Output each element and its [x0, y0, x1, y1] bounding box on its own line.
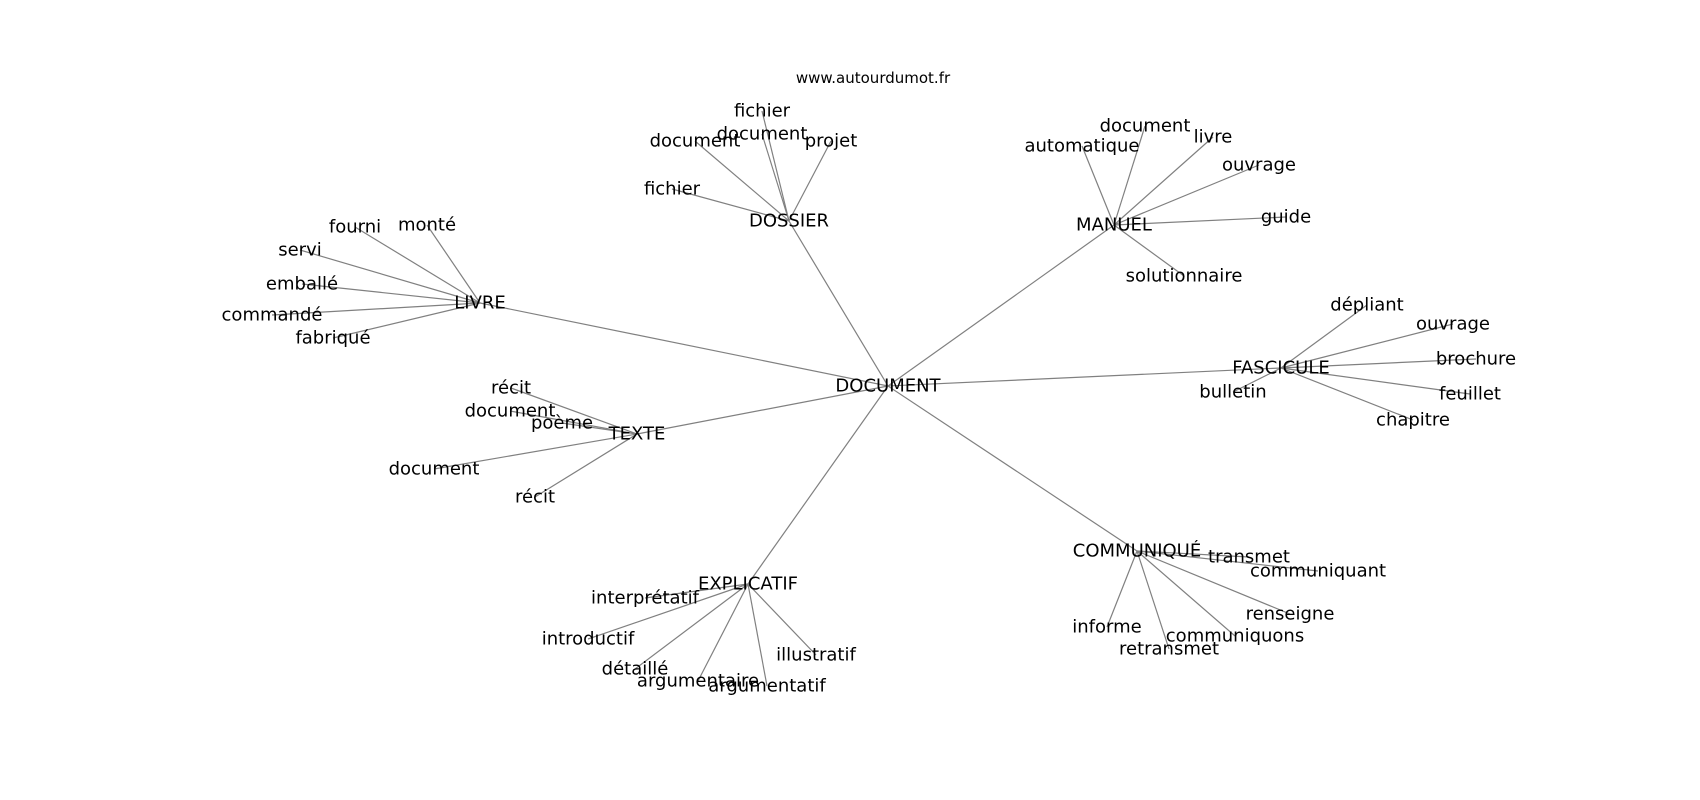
edge-hub-leaf: [671, 188, 790, 222]
leaf-node-label: document: [717, 124, 808, 145]
leaf-node-label: document: [389, 459, 480, 480]
edge-hub-leaf: [426, 224, 481, 304]
leaf-node-label: servi: [278, 240, 322, 261]
hub-node-label: MANUEL: [1076, 215, 1152, 236]
leaf-node-label: emballé: [266, 274, 338, 295]
leaf-node-label: solutionnaire: [1126, 266, 1243, 287]
leaf-node-label: bulletin: [1199, 382, 1266, 403]
edge-hub-leaf: [534, 433, 638, 498]
edge-hub-leaf: [299, 249, 481, 304]
leaf-node-label: fourni: [329, 217, 381, 238]
edge-hub-leaf: [1232, 367, 1282, 393]
leaf-node-label: livre: [1194, 127, 1233, 148]
leaf-node-label: détaillé: [602, 659, 669, 680]
leaf-node-label: commandé: [222, 305, 323, 326]
edge-hub-leaf: [761, 133, 790, 222]
edge-hub-leaf: [587, 583, 749, 640]
leaf-node-label: argumentaire: [637, 671, 759, 692]
edge-hub-leaf: [354, 226, 481, 304]
edge-hub-leaf: [1113, 164, 1260, 226]
leaf-node-label: projet: [805, 131, 858, 152]
edge-hub-leaf: [1113, 125, 1146, 226]
leaf-node-label: chapitre: [1376, 410, 1450, 431]
edge-hub-leaf: [1113, 224, 1185, 277]
edge-hub-leaf: [1280, 358, 1477, 369]
edge-root-hub: [887, 224, 1115, 387]
edge-hub-leaf: [561, 422, 638, 435]
leaf-node-label: poème: [531, 413, 593, 434]
leaf-node-label: transmet: [1208, 547, 1290, 568]
leaf-node-label: argumentatif: [708, 676, 826, 697]
edge-hub-leaf: [1280, 304, 1368, 369]
leaf-node-label: document: [1100, 116, 1191, 137]
edge-root-hub: [887, 385, 1138, 552]
edge-hub-leaf: [747, 583, 768, 687]
leaf-node-label: brochure: [1436, 349, 1516, 370]
edge-hub-leaf: [697, 583, 749, 682]
edge-hub-leaf: [1136, 550, 1236, 637]
leaf-node-label: fabriqué: [295, 328, 370, 349]
edge-hub-leaf: [1106, 550, 1138, 628]
edge-root-hub: [479, 302, 889, 387]
source-credit: www.autourdumot.fr: [796, 69, 951, 87]
edge-hub-leaf: [761, 110, 790, 222]
edge-hub-leaf: [332, 302, 481, 339]
edge-hub-leaf: [788, 140, 832, 222]
root-node-label: DOCUMENT: [835, 376, 941, 397]
edge-hub-leaf: [694, 140, 790, 222]
edge-hub-leaf: [1280, 367, 1414, 421]
leaf-node-label: communiquons: [1166, 626, 1304, 647]
leaf-node-label: guide: [1261, 207, 1311, 228]
edge-hub-leaf: [301, 283, 481, 304]
edge-root-hub: [788, 220, 889, 387]
hub-node-label: COMMUNIQUÉ: [1073, 540, 1201, 562]
edge-root-hub: [636, 385, 889, 435]
leaf-node-label: récit: [491, 378, 531, 399]
edge-hub-leaf: [1136, 550, 1319, 572]
edge-hub-leaf: [509, 410, 638, 435]
edge-hub-leaf: [1280, 367, 1471, 395]
leaf-node-label: automatique: [1024, 136, 1139, 157]
leaf-node-label: introductif: [542, 629, 635, 650]
hub-node-label: TEXTE: [608, 424, 666, 445]
leaf-node-label: ouvrage: [1416, 314, 1490, 335]
hub-node-label: EXPLICATIF: [698, 574, 798, 595]
edge-hub-leaf: [1280, 323, 1454, 369]
leaf-node-label: dépliant: [1330, 295, 1403, 316]
edge-hub-leaf: [644, 583, 749, 599]
hub-node-label: FASCICULE: [1232, 358, 1329, 379]
graph-edges: [271, 110, 1477, 687]
edge-hub-leaf: [433, 433, 638, 470]
leaf-node-label: illustratif: [776, 645, 856, 666]
edge-hub-leaf: [1113, 216, 1287, 226]
leaf-node-label: fichier: [644, 179, 701, 200]
leaf-node-label: interprétatif: [591, 588, 700, 609]
edge-hub-leaf: [747, 583, 817, 656]
edge-hub-leaf: [1113, 136, 1214, 226]
edge-hub-leaf: [1136, 550, 1250, 558]
leaf-node-label: renseigne: [1246, 604, 1335, 625]
leaf-node-label: retransmet: [1119, 639, 1219, 660]
leaf-node-label: communiquant: [1250, 561, 1386, 582]
leaf-node-label: document: [465, 401, 556, 422]
edge-hub-leaf: [634, 583, 749, 670]
hub-node-label: LIVRE: [454, 293, 506, 314]
edge-hub-leaf: [1136, 550, 1170, 650]
leaf-node-label: fichier: [734, 101, 791, 122]
leaf-node-label: feuillet: [1439, 384, 1501, 405]
edge-root-hub: [747, 385, 889, 585]
hub-node-label: DOSSIER: [749, 211, 829, 232]
leaf-node-label: ouvrage: [1222, 155, 1296, 176]
leaf-node-label: informe: [1072, 617, 1141, 638]
graph-labels: www.autourdumot.fr DOCUMENT DOSSIER fichie…: [222, 69, 1517, 697]
edge-hub-leaf: [510, 387, 638, 435]
edge-hub-leaf: [271, 302, 481, 316]
edge-hub-leaf: [1136, 550, 1291, 615]
edge-hub-leaf: [1081, 145, 1115, 226]
leaf-node-label: monté: [398, 215, 456, 236]
edge-root-hub: [887, 367, 1282, 387]
leaf-node-label: document: [650, 131, 741, 152]
leaf-node-label: récit: [515, 487, 555, 508]
